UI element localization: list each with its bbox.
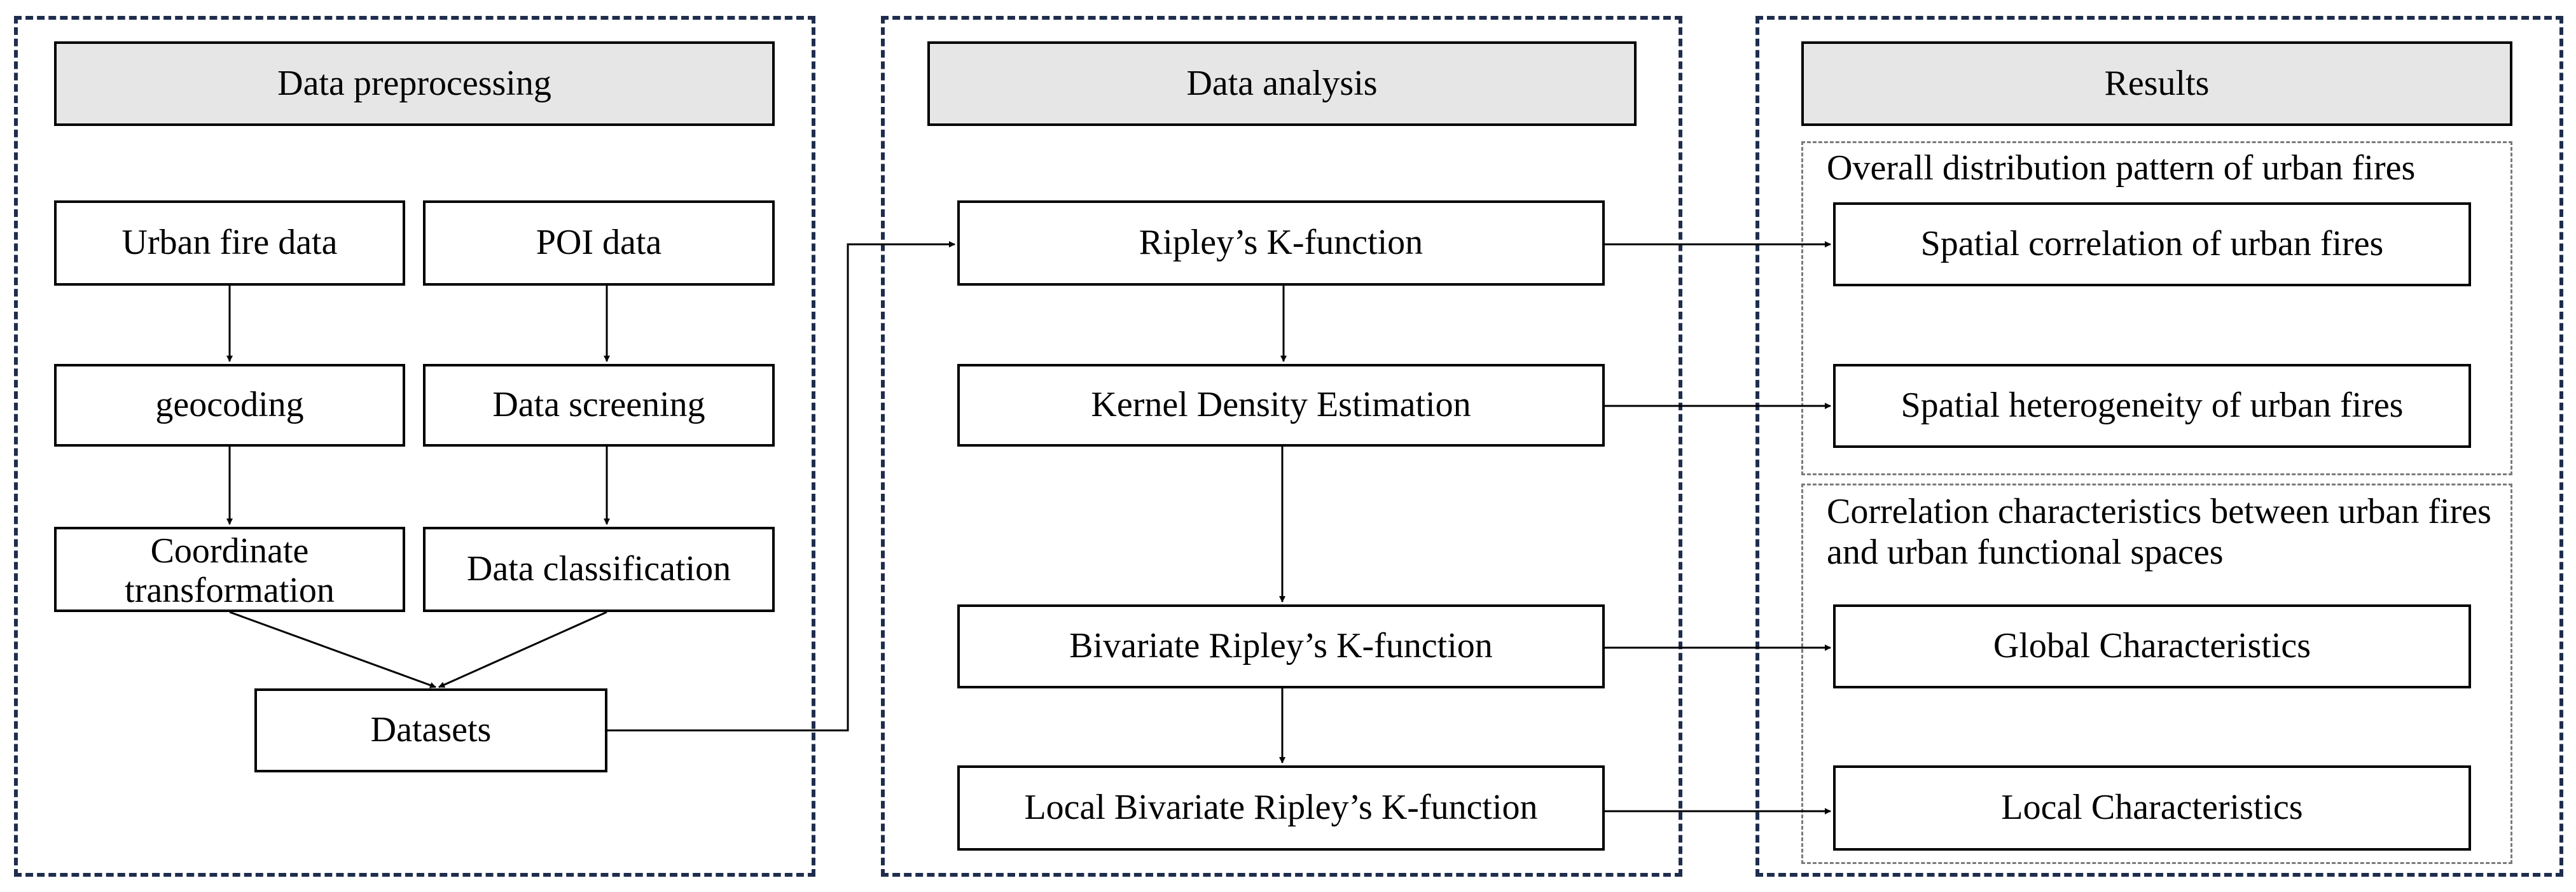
arrow-classification-to-datasets [438, 611, 607, 688]
group-title-correlation-characteristics: Correlation characteristics between urba… [1827, 492, 2491, 573]
box-bivariate-ripley-k-function: Bivariate Ripley’s K-function [957, 604, 1605, 688]
group-overall-distribution [1801, 141, 2512, 475]
arrow-datasets-to-ripley [607, 241, 955, 732]
header-data-preprocessing: Data preprocessing [54, 41, 775, 126]
box-coordinate-transformation: Coordinate transformation [54, 527, 405, 612]
box-ripley-k-function: Ripley’s K-function [957, 200, 1605, 286]
box-spatial-heterogeneity: Spatial heterogeneity of urban fires [1833, 364, 2471, 448]
header-data-analysis: Data analysis [927, 41, 1637, 126]
box-datasets: Datasets [254, 688, 607, 772]
box-geocoding: geocoding [54, 364, 405, 447]
box-local-characteristics: Local Characteristics [1833, 765, 2471, 851]
box-data-classification: Data classification [423, 527, 775, 612]
header-results: Results [1801, 41, 2512, 126]
box-global-characteristics: Global Characteristics [1833, 604, 2471, 688]
group-correlation-characteristics [1801, 484, 2512, 864]
box-data-screening: Data screening [423, 364, 775, 447]
panel-data-preprocessing [14, 16, 815, 877]
panel-results [1755, 16, 2563, 877]
group-title-overall-distribution: Overall distribution pattern of urban fi… [1827, 148, 2416, 188]
box-local-bivariate-ripley-k-function: Local Bivariate Ripley’s K-function [957, 765, 1605, 851]
panel-data-analysis [881, 16, 1682, 877]
arrow-coordinate-to-datasets [229, 611, 436, 688]
box-spatial-correlation: Spatial correlation of urban fires [1833, 202, 2471, 286]
box-poi-data: POI data [423, 200, 775, 286]
box-kernel-density-estimation: Kernel Density Estimation [957, 364, 1605, 447]
box-urban-fire-data: Urban fire data [54, 200, 405, 286]
